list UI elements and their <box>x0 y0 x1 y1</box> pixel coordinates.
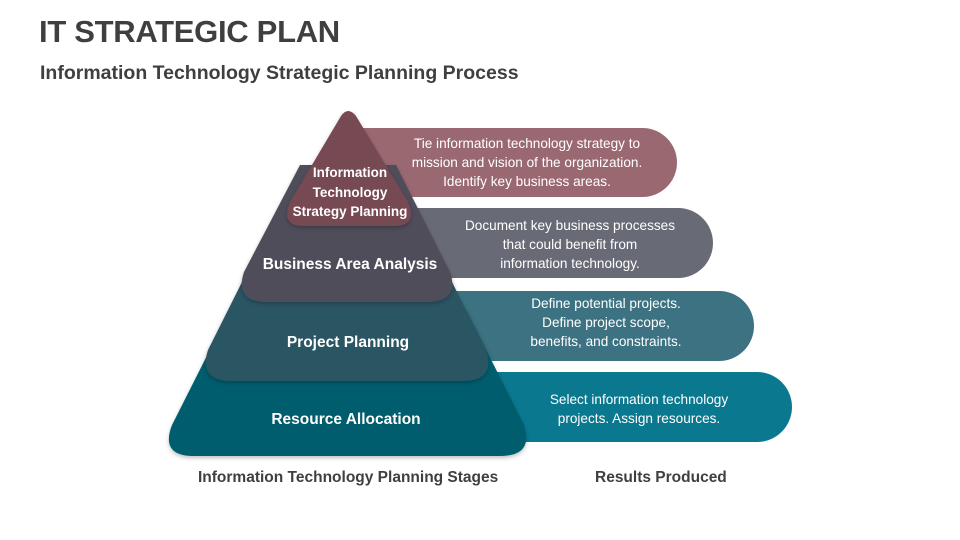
tier-label-project-planning: Project Planning <box>286 334 410 351</box>
result-text-3: Define potential projects. Define projec… <box>496 294 716 351</box>
result-text-1: Tie information technology strategy to m… <box>392 134 662 191</box>
caption-planning-stages: Information Technology Planning Stages <box>198 469 499 486</box>
result-text-4: Select information technology projects. … <box>526 390 752 428</box>
result-text-2: Document key business processes that cou… <box>440 216 700 273</box>
result-line: Select information technology <box>549 392 729 407</box>
result-line: benefits, and constraints. <box>530 334 682 349</box>
result-line: Define project scope, <box>542 315 670 330</box>
tier-label-strategy-planning: Information Technology Strategy Planning <box>280 163 420 222</box>
result-line: that could benefit from <box>502 237 638 252</box>
result-line: information technology. <box>500 256 640 271</box>
result-line: Tie information technology strategy to <box>413 136 641 151</box>
tier-label-line: Technology <box>312 184 388 200</box>
tier-strategy-planning <box>287 111 411 226</box>
page-title: IT STRATEGIC PLAN <box>39 14 340 49</box>
tier-label-line: Strategy Planning <box>292 204 408 219</box>
tier-label-resource-allocation: Resource Allocation <box>271 411 421 428</box>
result-line: projects. Assign resources. <box>557 411 721 426</box>
result-line: mission and vision of the organization. <box>411 155 643 170</box>
caption-results-produced: Results Produced <box>595 469 727 486</box>
page-subtitle: Information Technology Strategic Plannin… <box>40 62 519 84</box>
result-line: Define potential projects. <box>531 296 681 311</box>
result-line: Document key business processes <box>464 218 676 233</box>
result-pill-1 <box>330 128 677 197</box>
tier-label-line: Information <box>312 165 388 180</box>
tier-label-business-area-analysis: Business Area Analysis <box>262 256 438 273</box>
result-line: Identify key business areas. <box>443 174 611 189</box>
